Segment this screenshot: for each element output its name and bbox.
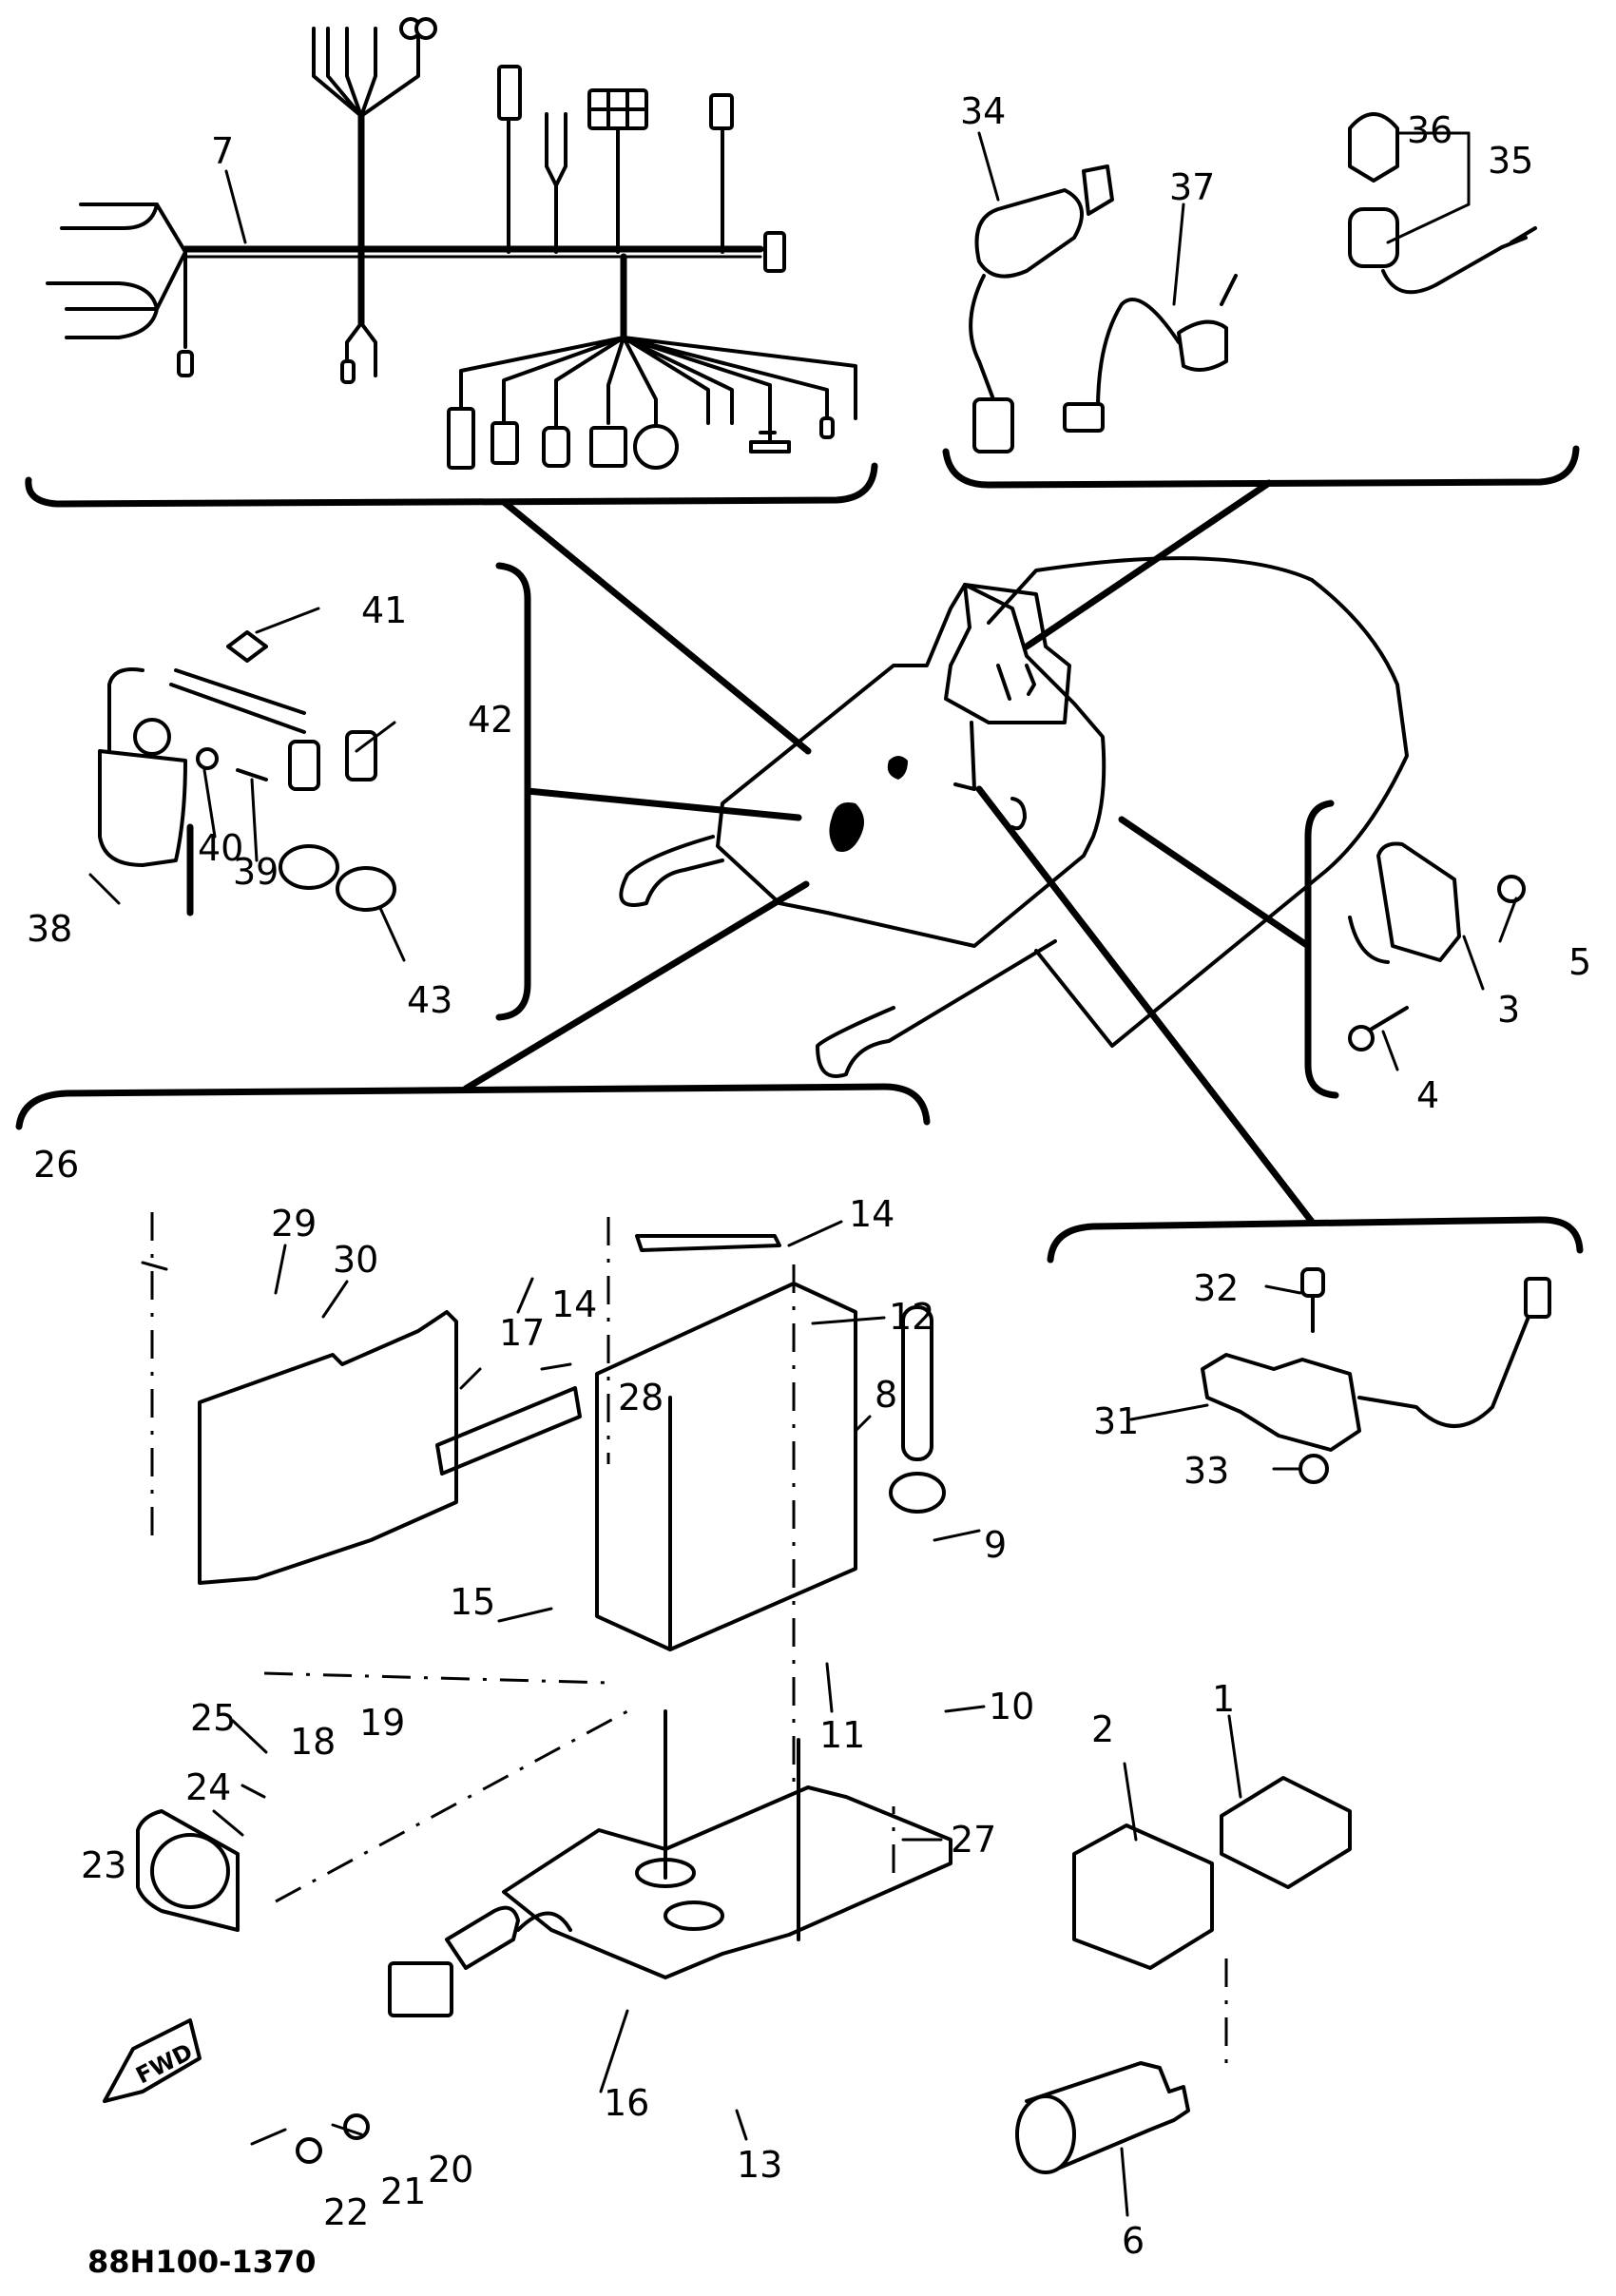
callout-30: 30 xyxy=(333,1239,378,1281)
callout-18: 18 xyxy=(290,1721,336,1763)
callout-40: 40 xyxy=(198,827,243,869)
callout-16: 16 xyxy=(604,2082,649,2124)
part-ignition-coil xyxy=(98,667,306,916)
part-grommets xyxy=(279,844,396,912)
callout-3: 3 xyxy=(1497,989,1520,1031)
part-cdi-unit xyxy=(1220,1776,1352,1889)
callout-7: 7 xyxy=(211,130,234,172)
callout-32: 32 xyxy=(1193,1267,1239,1309)
part-plug-caps xyxy=(226,630,377,791)
callout-10: 10 xyxy=(989,1686,1034,1727)
component-mark xyxy=(996,664,1011,701)
part-connector-block xyxy=(1201,1267,1551,1484)
callout-31: 31 xyxy=(1093,1400,1139,1442)
callout-13: 13 xyxy=(737,2144,782,2186)
component-mark xyxy=(829,802,864,852)
part-starter-motor xyxy=(1015,2061,1190,2174)
callout-24: 24 xyxy=(185,1766,231,1808)
part-wire-harness xyxy=(46,17,857,470)
callout-20: 20 xyxy=(428,2149,473,2190)
callout-8: 8 xyxy=(875,1374,897,1416)
callout-14b: 14 xyxy=(849,1193,895,1235)
part-rectifier xyxy=(1348,841,1526,1052)
callout-41: 41 xyxy=(361,589,407,631)
component-mark xyxy=(1025,664,1036,696)
callout-15: 15 xyxy=(450,1581,495,1623)
part-fuse-holder xyxy=(445,1905,572,1970)
callout-1: 1 xyxy=(1212,1678,1235,1720)
part-regulator xyxy=(1072,1823,1214,1970)
callout-22: 22 xyxy=(323,2191,369,2233)
callout-11: 11 xyxy=(819,1714,865,1756)
part-pipe xyxy=(889,1305,946,1514)
callout-23: 23 xyxy=(81,1844,126,1886)
callout-36: 36 xyxy=(1407,109,1452,151)
part-terminal-covers xyxy=(296,1961,453,2164)
callout-38: 38 xyxy=(27,908,72,950)
group-bracket-connector-block xyxy=(1047,1216,1584,1264)
group-bracket-ignition-coil xyxy=(495,562,531,1021)
callout-5: 5 xyxy=(1568,941,1591,983)
callout-27: 27 xyxy=(951,1819,996,1861)
callout-labels: 7 34 37 36 35 41 42 38 40 39 43 5 3 4 32… xyxy=(27,90,1591,2262)
callout-25: 25 xyxy=(190,1697,236,1739)
callout-6: 6 xyxy=(1122,2220,1145,2262)
callout-33: 33 xyxy=(1183,1450,1229,1492)
callout-9: 9 xyxy=(984,1524,1007,1566)
leader-lines xyxy=(462,479,1316,1225)
callout-29: 29 xyxy=(271,1203,317,1244)
group-bracket-regulator-side xyxy=(1304,800,1339,1099)
part-toggle-switch xyxy=(1063,274,1238,433)
callout-17: 17 xyxy=(499,1312,545,1354)
front-ski-left xyxy=(619,835,724,907)
snowmobile-illustration xyxy=(619,556,1409,1078)
figure-code: 88H100-1370 xyxy=(87,2244,316,2280)
part-battery-tray xyxy=(502,1709,952,1979)
component-mark xyxy=(953,721,976,791)
windshield xyxy=(944,583,1071,724)
callout-21: 21 xyxy=(380,2171,426,2212)
callout-2: 2 xyxy=(1091,1708,1114,1750)
part-main-switch xyxy=(969,164,1114,453)
component-mark xyxy=(1010,797,1027,831)
part-battery-cover-plate xyxy=(198,1310,458,1585)
body-outline xyxy=(716,583,1106,948)
front-ski-right xyxy=(816,939,1057,1078)
dashed-alignment-lines xyxy=(150,1212,1228,2063)
group-bracket-wire-harness xyxy=(25,462,878,508)
part-coil-screws xyxy=(196,747,268,781)
callout-12: 12 xyxy=(889,1296,934,1338)
component-mark xyxy=(887,756,908,780)
callout-leaders xyxy=(88,131,1518,2217)
seat-outline xyxy=(987,556,1409,1048)
callout-37: 37 xyxy=(1169,166,1215,208)
callout-14a: 14 xyxy=(551,1283,597,1325)
callout-39: 39 xyxy=(233,851,279,893)
callout-19: 19 xyxy=(359,1702,405,1744)
fwd-arrow-icon: FWD xyxy=(103,2018,202,2103)
callout-35: 35 xyxy=(1488,140,1533,182)
group-bracket-main-switch xyxy=(942,445,1580,489)
part-battery xyxy=(595,1282,857,1651)
callout-42: 42 xyxy=(468,699,513,741)
callout-4: 4 xyxy=(1416,1074,1439,1116)
part-starter-relay xyxy=(136,1809,240,1932)
callout-28: 28 xyxy=(618,1377,664,1418)
callout-34: 34 xyxy=(960,90,1006,132)
group-bracket-battery xyxy=(15,1083,931,1130)
part-holder-bracket xyxy=(435,1234,781,1476)
callout-26: 26 xyxy=(33,1144,79,1186)
callout-43: 43 xyxy=(407,979,452,1021)
part-light-assembly xyxy=(1348,112,1537,295)
